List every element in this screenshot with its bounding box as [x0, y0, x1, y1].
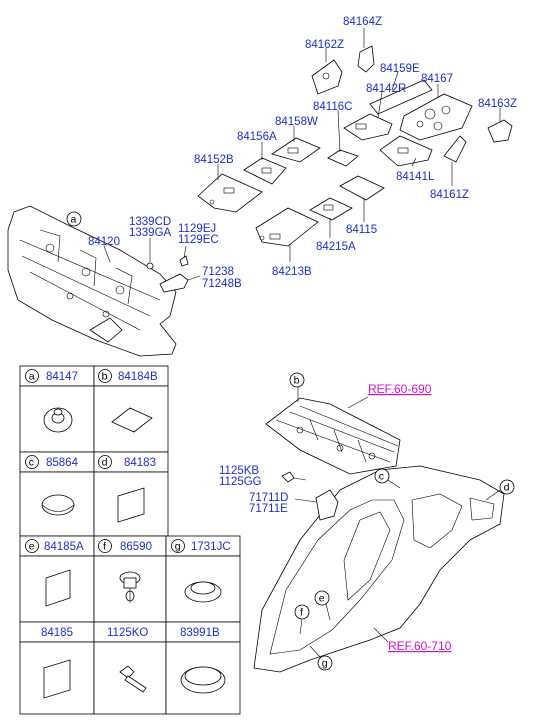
illustration-84183-pad: [117, 487, 145, 523]
table-part-1125ko: 1125KO: [107, 627, 148, 639]
label-84156a: 84156A: [237, 131, 277, 143]
label-1129ej: 1129EJ: [178, 223, 216, 235]
label-84141l: 84141L: [396, 171, 435, 183]
label-84161z: 84161Z: [430, 189, 469, 201]
part-84164z-shape: [357, 45, 375, 73]
part-84115-shape: [339, 175, 385, 201]
label-84162z: 84162Z: [305, 39, 344, 51]
part-84215a-shape: [309, 197, 353, 221]
label-84142r: 84142R: [366, 83, 406, 95]
callout-d: d: [504, 482, 510, 494]
part-1125kb-bolt: [281, 471, 295, 483]
table-part-84185: 84185: [41, 627, 73, 639]
ref-60-710-link[interactable]: REF.60-710: [388, 639, 452, 653]
ref-60-690-link[interactable]: REF.60-690: [368, 382, 432, 396]
upper-exploded-view: 84164Z 84162Z 84159E 84167 84142R 84116C…: [7, 16, 517, 357]
label-84164z: 84164Z: [343, 16, 382, 28]
callout-f: f: [300, 607, 303, 619]
label-84120: 84120: [88, 236, 120, 248]
label-1125kb: 1125KB: [219, 465, 259, 477]
label-1129ec: 1129EC: [178, 234, 219, 246]
table-letter-b: b: [102, 371, 108, 383]
table-letter-g: g: [175, 541, 181, 553]
rear-package-tray: [265, 397, 401, 475]
table-part-84185a: 84185A: [44, 541, 84, 553]
part-84120-dash-panel: [7, 205, 177, 357]
label-71238: 71238: [202, 266, 234, 278]
table-part-83991b: 83991B: [180, 627, 220, 639]
label-1125gg: 1125GG: [219, 476, 262, 488]
body-side-panel: [253, 465, 505, 673]
table-letter-f: f: [103, 541, 106, 553]
part-84167-shape: [399, 93, 473, 141]
part-84141l-shape: [379, 135, 433, 167]
label-1339cd: 1339CD: [129, 216, 171, 228]
table-letter-d: d: [102, 457, 108, 469]
callout-g: g: [322, 658, 328, 670]
table-part-85864: 85864: [46, 457, 79, 469]
part-84161z-shape: [443, 135, 467, 163]
part-84156a-shape: [243, 157, 287, 185]
callout-b: b: [294, 375, 300, 387]
label-84213b: 84213B: [272, 266, 312, 278]
label-71711e: 71711E: [249, 503, 288, 515]
part-84159e-shape: [369, 79, 433, 115]
table-letter-c: c: [29, 457, 34, 469]
label-84215a: 84215A: [316, 241, 356, 253]
part-1339cd-grommet: [146, 262, 154, 270]
label-71248b: 71248B: [202, 278, 242, 290]
illustration-1125ko-bolt: [119, 665, 147, 693]
table-part-1731jc: 1731JC: [191, 541, 231, 553]
label-1339ga: 1339GA: [129, 227, 172, 239]
illustration-86590-clip: [119, 571, 141, 603]
part-71238-bracket: [159, 273, 189, 293]
part-84213b-shape: [255, 207, 319, 247]
part-84163z-shape: [487, 119, 513, 143]
part-84142r-shape: [343, 113, 393, 141]
callout-a: a: [71, 214, 77, 226]
illustration-84185-pad: [43, 659, 71, 699]
table-letter-a: a: [29, 371, 35, 383]
illustration-84185a-pad: [45, 569, 71, 607]
label-84152b: 84152B: [194, 154, 234, 166]
label-84167: 84167: [421, 73, 453, 85]
table-letter-e: e: [29, 541, 35, 553]
label-84116c: 84116C: [313, 101, 352, 113]
table-part-84147: 84147: [46, 371, 78, 383]
illustration-1731jc-plug: [184, 581, 222, 603]
label-71711d: 71711D: [249, 492, 288, 504]
part-71711d-bracket: [315, 489, 339, 521]
illustration-84184b-pad: [111, 407, 153, 433]
callout-c: c: [379, 471, 384, 483]
illustration-85864-cap: [41, 494, 75, 516]
part-84162z-shape: [311, 59, 343, 95]
label-84163z: 84163Z: [478, 98, 517, 110]
label-84115: 84115: [346, 224, 377, 236]
lower-body-view: b REF.60-690 1125KB 1125GG 71711D 71711E…: [219, 372, 515, 673]
table-part-84183: 84183: [124, 457, 156, 469]
illustration-84147-grommet: [43, 407, 73, 433]
table-part-84184b: 84184B: [118, 371, 158, 383]
label-84158w: 84158W: [275, 116, 318, 128]
label-84159e: 84159E: [380, 63, 420, 75]
callout-e: e: [319, 593, 325, 605]
part-84158w-shape: [271, 137, 321, 163]
illustration-83991b-plug: [180, 666, 226, 694]
part-84116c-shape: [327, 149, 359, 167]
table-part-86590: 86590: [120, 541, 152, 553]
parts-table: a 84147 b 84184B c 85864 d 84183 e 84185…: [19, 365, 241, 715]
